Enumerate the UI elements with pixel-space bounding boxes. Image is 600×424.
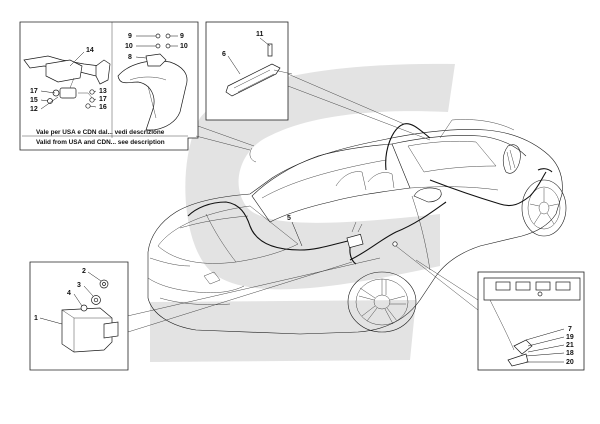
callout-labels: 14 17 15 12 13 17 16 9 10 8 9 10 11 6 5 … [30, 31, 574, 366]
callout-5: 5 [287, 215, 291, 222]
callout-21: 21 [566, 342, 574, 349]
front-wheel [347, 271, 417, 333]
car-body [147, 119, 567, 335]
leaders-top-left [40, 35, 178, 110]
callout-1: 1 [34, 315, 38, 322]
callout-3: 3 [77, 282, 81, 289]
callout-16: 16 [99, 104, 107, 111]
callout-15: 15 [30, 97, 38, 104]
inset-antenna [205, 21, 293, 121]
callout-14: 14 [86, 47, 94, 54]
callout-12: 12 [30, 106, 38, 113]
callout-20: 20 [566, 359, 574, 366]
note-italian: Vale per USA e CDN dal... vedi descrizio… [36, 129, 165, 136]
callout-17: 17 [30, 88, 38, 95]
callout-4: 4 [67, 290, 71, 297]
callout-7: 7 [568, 326, 572, 333]
note-english: Valid from USA and CDN... see descriptio… [36, 139, 165, 146]
leader-5 [291, 221, 303, 247]
callout-9: 9 [128, 33, 132, 40]
callout-19: 19 [566, 334, 574, 341]
validity-note: Vale per USA e CDN dal... vedi descrizio… [36, 129, 165, 146]
callout-8: 8 [128, 54, 132, 61]
callout-13: 13 [99, 88, 107, 95]
callout-10: 10 [125, 43, 133, 50]
inset-connector-lines [109, 73, 479, 333]
callout-9: 9 [180, 33, 184, 40]
inset-control-unit [29, 261, 129, 371]
callout-17: 17 [99, 96, 107, 103]
callout-18: 18 [566, 350, 574, 357]
callout-11: 11 [256, 31, 264, 38]
callout-10: 10 [180, 43, 188, 50]
callout-2: 2 [82, 268, 86, 275]
callout-6: 6 [222, 51, 226, 58]
rear-wheel [521, 179, 567, 237]
antenna-cable-harness [187, 123, 553, 265]
inset-interior-lamp [477, 271, 585, 371]
inset-sensor-brackets [19, 21, 199, 151]
